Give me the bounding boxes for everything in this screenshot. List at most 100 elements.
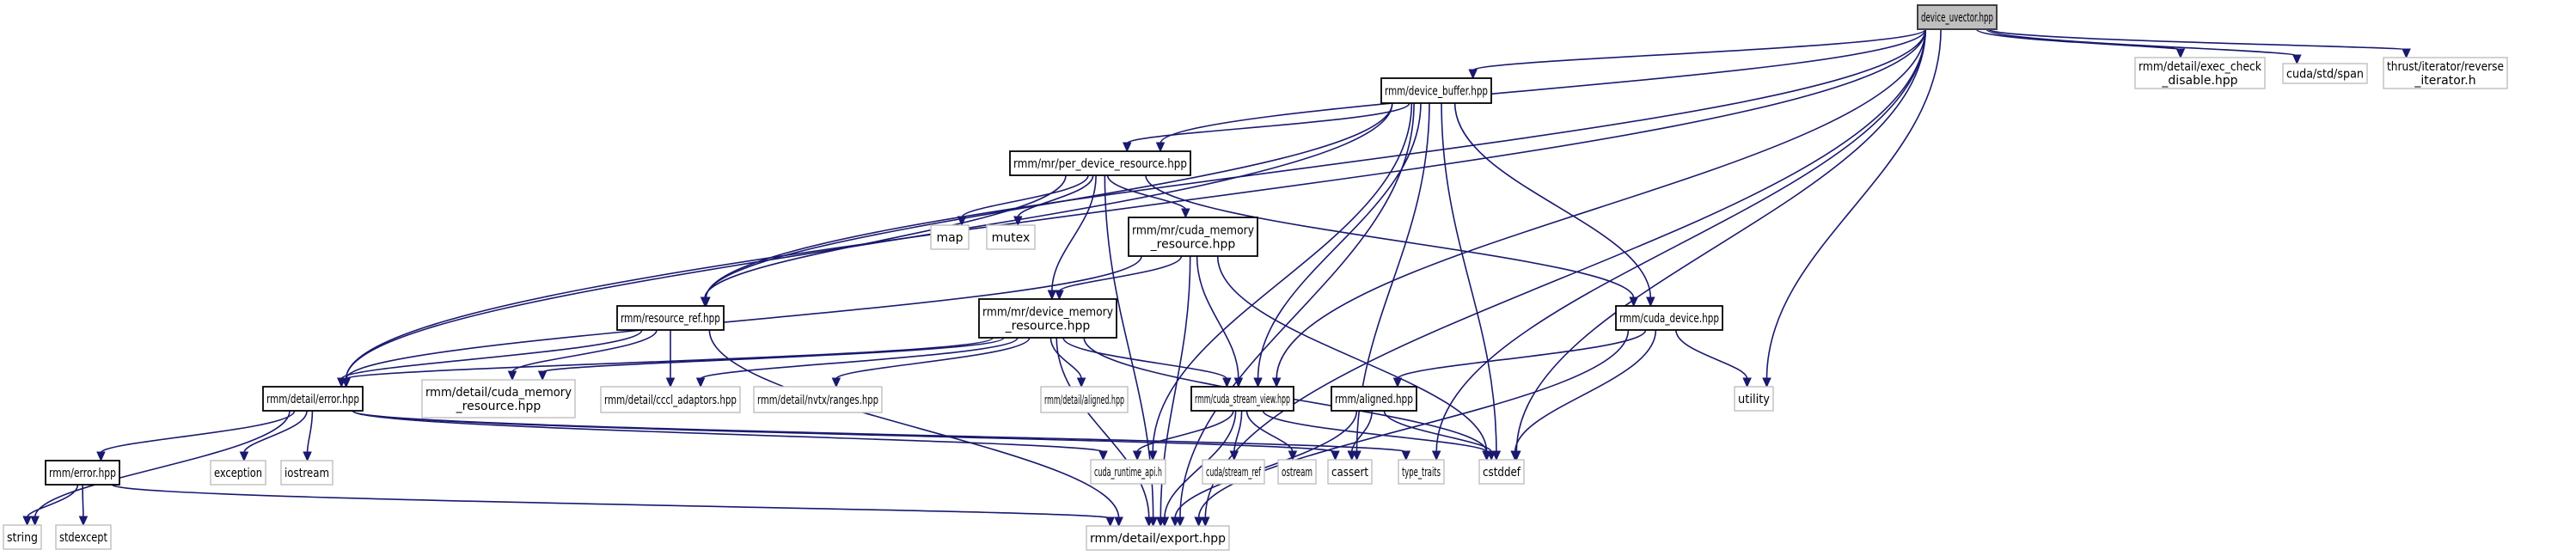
dependency-edge bbox=[1049, 337, 1082, 380]
node-cstddef: cstddef bbox=[1478, 459, 1525, 485]
node-cuda-stream-view[interactable]: rmm/cuda_stream_view.hpp bbox=[1190, 386, 1294, 412]
dependency-edge bbox=[835, 337, 1031, 380]
dependency-edge bbox=[1441, 102, 1497, 453]
node-cuda-runtime-api: cuda_runtime_api.h bbox=[1090, 459, 1166, 485]
node-cuda-device[interactable]: rmm/cuda_device.hpp bbox=[1615, 305, 1723, 331]
dependency-edge bbox=[1262, 410, 1488, 453]
node-mutex: mutex bbox=[986, 224, 1036, 250]
dependency-edge bbox=[100, 410, 296, 454]
dependency-edge bbox=[1017, 174, 1094, 218]
node-label: thrust/iterator/reverse bbox=[2387, 60, 2504, 74]
node-box bbox=[1917, 4, 1998, 30]
node-ostream: ostream bbox=[1277, 459, 1317, 485]
node-box bbox=[280, 460, 333, 486]
dependency-edge bbox=[1515, 28, 1926, 453]
node-label: rmm/mr/device_memory bbox=[982, 306, 1113, 320]
dependency-edge bbox=[1350, 410, 1374, 453]
node-label: string bbox=[7, 531, 38, 545]
dependency-edge bbox=[1179, 102, 1415, 519]
dependency-edge bbox=[1164, 410, 1237, 519]
node-device-uvector[interactable]: device_uvector.hpp bbox=[1917, 4, 1998, 30]
dependency-edge bbox=[1975, 28, 2181, 51]
dependency-edge bbox=[1106, 174, 1187, 211]
dependency-edge bbox=[352, 410, 1104, 453]
node-device-memory-resource[interactable]: rmm/mr/device_memory_resource.hpp bbox=[978, 298, 1117, 339]
arrowhead-icon bbox=[1170, 516, 1180, 528]
node-label: rmm/aligned.hpp bbox=[1335, 393, 1413, 406]
dependency-edge bbox=[1383, 410, 1492, 453]
node-label: rmm/resource_ref.hpp bbox=[621, 312, 720, 326]
node-label: rmm/error.hpp bbox=[49, 467, 116, 480]
arrowhead-icon bbox=[1147, 450, 1158, 461]
arrowhead-icon bbox=[700, 296, 710, 308]
arrowhead-icon bbox=[1201, 516, 1210, 528]
dependency-edge bbox=[1216, 255, 1488, 453]
node-label: ostream bbox=[1282, 466, 1312, 480]
dependency-edge bbox=[1397, 329, 1647, 380]
node-cassert: cassert bbox=[1327, 459, 1373, 485]
dependency-edge bbox=[1988, 28, 2408, 51]
node-label: rmm/cuda_stream_view.hpp bbox=[1195, 393, 1290, 406]
nodes-layer: device_uvector.hpprmm/device_buffer.hppr… bbox=[3, 4, 2508, 551]
node-box bbox=[1478, 459, 1525, 485]
arrowhead-icon bbox=[665, 377, 676, 388]
node-type-traits: type_traits bbox=[1398, 459, 1445, 485]
dependency-edge bbox=[705, 28, 1926, 299]
node-cuda-memory-resource-mr[interactable]: rmm/mr/cuda_memory_resource.hpp bbox=[1128, 217, 1258, 257]
dependency-edge bbox=[705, 102, 1393, 299]
arrowhead-icon bbox=[1762, 377, 1771, 388]
dependency-edge bbox=[1126, 102, 1410, 144]
arrowhead-icon bbox=[1347, 450, 1357, 461]
dependency-edge bbox=[26, 484, 79, 518]
node-detail-error[interactable]: rmm/detail/error.hpp bbox=[262, 386, 364, 412]
dependency-edge bbox=[1233, 410, 1243, 453]
arrowhead-icon bbox=[1098, 450, 1108, 461]
arrowhead-icon bbox=[303, 451, 312, 462]
arrowhead-icon bbox=[1253, 377, 1263, 388]
node-resource-ref[interactable]: rmm/resource_ref.hpp bbox=[616, 305, 725, 331]
node-per-device-resource[interactable]: rmm/mr/per_device_resource.hpp bbox=[1009, 150, 1191, 176]
arrowhead-icon bbox=[1144, 516, 1154, 528]
arrowhead-icon bbox=[1629, 296, 1638, 308]
node-label: rmm/mr/cuda_memory bbox=[1132, 224, 1254, 238]
dependency-edge bbox=[704, 174, 1067, 299]
dependency-edge bbox=[111, 484, 1111, 519]
node-exec-check-disable: rmm/detail/exec_check_disable.hpp bbox=[2134, 57, 2266, 89]
dependency-edge bbox=[1152, 102, 1413, 453]
node-label: cstddef bbox=[1483, 466, 1521, 480]
node-label: cuda/stream_ref bbox=[1206, 466, 1262, 480]
node-label: rmm/detail/aligned.hpp bbox=[1044, 394, 1124, 407]
dependency-edge bbox=[1514, 329, 1657, 453]
edges-layer bbox=[22, 28, 2411, 528]
node-box bbox=[1380, 77, 1492, 104]
arrowhead-icon bbox=[507, 370, 517, 382]
dependency-edge bbox=[542, 337, 1005, 373]
dependency-edge bbox=[345, 102, 1393, 380]
node-box bbox=[986, 224, 1036, 250]
dependency-edge bbox=[1136, 410, 1234, 453]
node-box bbox=[45, 460, 120, 486]
arrowhead-icon bbox=[1271, 377, 1282, 388]
node-box bbox=[1009, 150, 1191, 176]
node-rmm-error[interactable]: rmm/error.hpp bbox=[45, 460, 120, 486]
arrowhead-icon bbox=[1047, 290, 1057, 301]
node-stdexcept: stdexcept bbox=[55, 524, 112, 550]
node-box bbox=[1086, 525, 1230, 551]
dependency-edge bbox=[1276, 28, 1926, 380]
dependency-edge bbox=[306, 410, 314, 454]
arrowhead-icon bbox=[1114, 516, 1123, 528]
node-box bbox=[753, 386, 883, 413]
dependency-edge bbox=[1435, 28, 1926, 453]
arrowhead-icon bbox=[78, 516, 89, 527]
node-box bbox=[616, 305, 725, 331]
node-cuda-std-span: cuda/std/span bbox=[2282, 63, 2368, 84]
arrowhead-icon bbox=[1105, 516, 1115, 528]
node-box bbox=[421, 379, 576, 419]
node-box bbox=[2383, 57, 2508, 89]
dependency-edge bbox=[1675, 329, 1748, 380]
node-nvtx-ranges: rmm/detail/nvtx/ranges.hpp bbox=[753, 386, 883, 413]
dependency-edge bbox=[1197, 329, 1630, 519]
node-aligned[interactable]: rmm/aligned.hpp bbox=[1331, 386, 1417, 412]
node-box bbox=[1331, 386, 1417, 412]
node-device-buffer[interactable]: rmm/device_buffer.hpp bbox=[1380, 77, 1492, 104]
